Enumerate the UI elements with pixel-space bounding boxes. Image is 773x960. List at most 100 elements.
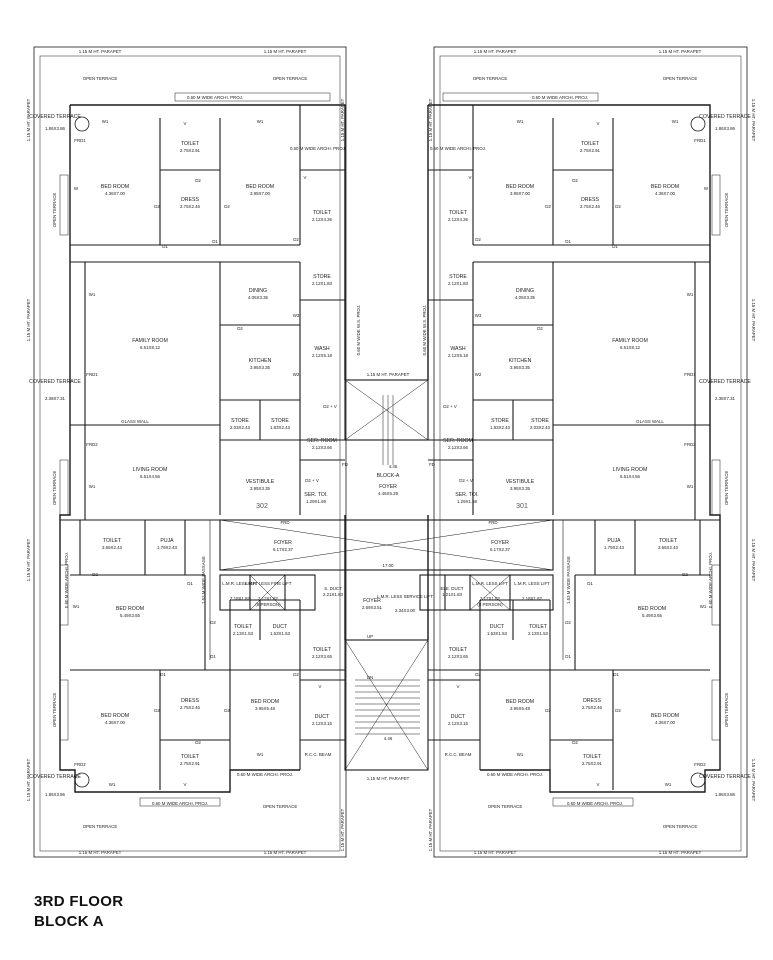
tag-w3: W3 bbox=[293, 313, 300, 318]
lift-left-a-name: L.M.R. LESS LIFT bbox=[222, 581, 258, 586]
room-name: TOILET bbox=[659, 538, 678, 544]
room-name: BED ROOM bbox=[506, 699, 534, 705]
tag-d2: D2 bbox=[615, 204, 621, 209]
tag-w3: W3 bbox=[475, 313, 482, 318]
tag-w1: W1 bbox=[257, 119, 264, 124]
rcc-beam-left: R.C.C. BEAM bbox=[305, 752, 332, 757]
room-dim: 6.61X8.12 bbox=[620, 345, 641, 350]
side-window-strips bbox=[59, 174, 721, 741]
parapet-left-v3: 1.15 M HT. PARAPET bbox=[26, 538, 31, 581]
tag-d2: D2 bbox=[475, 672, 481, 677]
core-foyer-lift-name: FOYER bbox=[363, 598, 381, 604]
archi-proj-right-v: 0.60 M WIDE ARCHI. PROJ. bbox=[708, 552, 713, 608]
parapet-left-v2: 1.15 M HT. PARAPET bbox=[26, 298, 31, 341]
tag-w1: W1 bbox=[517, 119, 524, 124]
room-dim: 6.51X4.56 bbox=[620, 474, 641, 479]
tag-frd1: FRD1 bbox=[694, 138, 706, 143]
open-terrace-right-v2: OPEN TERRACE bbox=[724, 471, 729, 506]
room-name: DRESS bbox=[581, 197, 599, 203]
tag-d1: D1 bbox=[613, 672, 619, 677]
room-dim: 6.17X2.37 bbox=[490, 547, 511, 552]
room-dim: 2.12X1.83 bbox=[312, 281, 333, 286]
tag-d2: D2 bbox=[545, 204, 551, 209]
tag-d2: D2 bbox=[154, 708, 160, 713]
open-terrace-left-v2: OPEN TERRACE bbox=[52, 471, 57, 506]
covered-terrace-circle-br bbox=[690, 772, 706, 788]
tag-d2: D2 bbox=[210, 620, 216, 625]
room-name: STORE bbox=[231, 418, 249, 424]
room-dim: 3.95X7.00 bbox=[510, 191, 531, 196]
passage-right: 1.53 M WIDE PASSAGE bbox=[566, 556, 571, 604]
right-partitions bbox=[428, 105, 720, 790]
sduct-name: S. DUCT bbox=[324, 586, 342, 591]
ws-proj-right: 0.60 M WIDE W.S. PROJ. bbox=[422, 305, 427, 356]
room-dim: 2.12X1.83 bbox=[448, 281, 469, 286]
room-dim: 4.36X7.00 bbox=[655, 720, 676, 725]
room-dim: 2.75X2.91 bbox=[180, 148, 201, 153]
room-name: SER. TOI. bbox=[455, 492, 478, 498]
room-name: TOILET bbox=[583, 754, 602, 760]
tag-v: V bbox=[457, 684, 460, 689]
room-dim: 1.86X3.86 bbox=[715, 126, 736, 131]
room-dim: 1.53X1.53 bbox=[270, 631, 291, 636]
tag-frd: FRD bbox=[488, 520, 497, 525]
glass-wall-left: GLASS WALL bbox=[121, 419, 149, 424]
room-dim: 1.29X1.69 bbox=[306, 499, 327, 504]
room-dim: 1.79X2.43 bbox=[604, 545, 625, 550]
tag-frd1: FRD1 bbox=[74, 138, 86, 143]
tag-frd2: FRD2 bbox=[86, 442, 98, 447]
lift-right-a-name: L.M.R. LESS LIFT bbox=[472, 581, 508, 586]
covered-terrace-circle-tl bbox=[74, 116, 90, 132]
room-name: LIVING ROOM bbox=[613, 467, 648, 473]
right-flat-outline bbox=[427, 104, 721, 793]
room-dim: 1.83X2.43 bbox=[270, 425, 291, 430]
tag-d1: D1 bbox=[565, 654, 571, 659]
tag-v: V bbox=[319, 684, 322, 689]
room-dim: 2.12X3.15 bbox=[312, 721, 333, 726]
room-dim: 1.29X1.69 bbox=[457, 499, 478, 504]
tag-frd: FRD bbox=[280, 520, 289, 525]
room-dim: 2.75X2.46 bbox=[180, 705, 201, 710]
room-name: FAMILY ROOM bbox=[132, 338, 168, 344]
parapet-right-v2: 1.15 M HT. PARAPET bbox=[751, 299, 756, 342]
archi-proj-left-v: 0.60 M WIDE ARCHI. PROJ. bbox=[64, 552, 69, 608]
room-name: VESTIBULE bbox=[246, 479, 275, 485]
ele-duct-dim: 1.21X1.83 bbox=[442, 592, 463, 597]
room-dim: 2.12X3.66 bbox=[312, 445, 333, 450]
room-dim: 2.12X5.18 bbox=[312, 353, 333, 358]
room-dim: 6.17X2.37 bbox=[273, 547, 294, 552]
core-labels: BLOCK-A FOYER 4.46X5.29 FOYER 2.69X3.51 … bbox=[222, 464, 550, 741]
room-name: DRESS bbox=[181, 197, 199, 203]
room-dim: 2.75X2.91 bbox=[580, 148, 601, 153]
central-core bbox=[219, 379, 554, 771]
open-terrace-bottom-r2: OPEN TERRACE bbox=[663, 824, 698, 829]
unit-301: 301 bbox=[516, 503, 528, 510]
room-name: DINING bbox=[516, 288, 534, 294]
parapet-bottom-l2: 1.15 M HT. PARAPET bbox=[264, 850, 307, 855]
tag-d2: D2 bbox=[565, 620, 571, 625]
parapet-center-lb: 1.15 M HT. PARAPET bbox=[340, 808, 345, 851]
tag-d2: D2 bbox=[293, 672, 299, 677]
tag-w: W bbox=[74, 186, 79, 191]
parapet-right-v4: 1.15 M HT. PARAPET bbox=[751, 759, 756, 802]
room-name: BED ROOM bbox=[101, 713, 129, 719]
tag-w1: W1 bbox=[665, 782, 672, 787]
room-name: PUJA bbox=[607, 538, 621, 544]
room-name: LIVING ROOM bbox=[133, 467, 168, 473]
tag-d2: D2 bbox=[195, 740, 201, 745]
room-name: COVERED TERRACE bbox=[29, 114, 81, 120]
stair-dn: DN bbox=[367, 675, 373, 680]
right-parapet-outer bbox=[433, 46, 748, 858]
room-dim: 1.86X3.86 bbox=[45, 792, 66, 797]
room-name: STORE bbox=[449, 274, 467, 280]
room-name: SER. TOI. bbox=[304, 492, 327, 498]
room-dim: 3.95X5.48 bbox=[255, 706, 276, 711]
room-dim: 2.75X2.91 bbox=[180, 761, 201, 766]
parapet-top-r2: 1.15 M HT. PARAPET bbox=[659, 49, 702, 54]
parapet-center-rt: 1.15 M HT. PARAPET bbox=[428, 98, 433, 141]
room-dim: 4.36X7.00 bbox=[655, 191, 676, 196]
room-dim: 3.65X2.43 bbox=[658, 545, 679, 550]
room-dim: 3.95X3.35 bbox=[250, 486, 271, 491]
room-name: BED ROOM bbox=[251, 699, 279, 705]
tag-w1: W1 bbox=[687, 484, 694, 489]
